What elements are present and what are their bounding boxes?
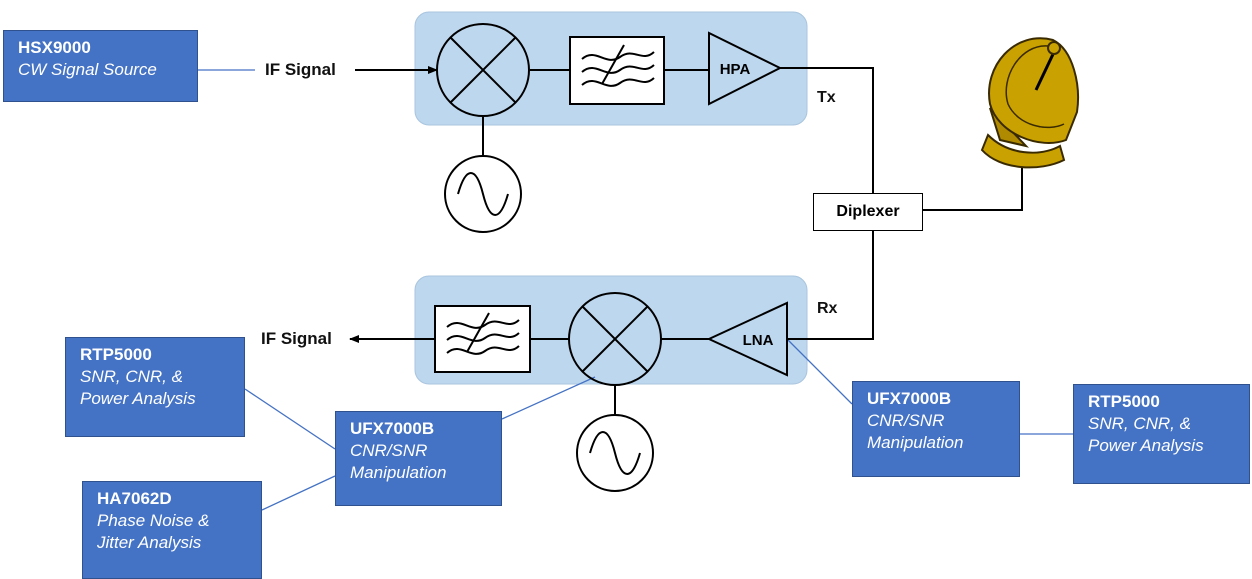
instrument-desc-line: Manipulation [350, 463, 447, 482]
instrument-desc-line: Manipulation [867, 433, 964, 452]
instrument-name: RTP5000 [1088, 392, 1160, 411]
instrument-ufx7000b-left: UFX7000B CNR/SNR Manipulation [335, 411, 502, 506]
satellite-dish-icon [980, 37, 1079, 169]
tx-oscillator-icon [444, 155, 522, 233]
lna-amplifier-icon: LNA [706, 301, 788, 377]
instrument-name: HA7062D [97, 489, 172, 508]
instrument-ufx7000b-right: UFX7000B CNR/SNR Manipulation [852, 381, 1020, 477]
instrument-desc-line: SNR, CNR, & [80, 367, 183, 386]
tx-if-signal-label: IF Signal [265, 60, 336, 79]
instrument-name: UFX7000B [350, 419, 435, 438]
tx-filter-icon [569, 36, 665, 105]
connector-ha7062d [261, 475, 336, 511]
instrument-desc-line: Phase Noise & [97, 511, 210, 530]
rx-diplexer-lna-line [787, 231, 874, 340]
hpa-amplifier-icon: HPA [708, 31, 783, 106]
rx-filter-icon [434, 305, 531, 373]
lna-label: LNA [743, 332, 774, 349]
instrument-name: RTP5000 [80, 345, 152, 364]
instrument-name: UFX7000B [867, 389, 952, 408]
instrument-rtp5000-left: RTP5000 SNR, CNR, & Power Analysis [65, 337, 245, 437]
instrument-desc-line: Jitter Analysis [97, 533, 202, 552]
instrument-name: HSX9000 [18, 38, 91, 57]
rx-mixer-icon [568, 292, 662, 386]
instrument-rtp5000-right: RTP5000 SNR, CNR, & Power Analysis [1073, 384, 1250, 484]
instrument-desc-line: Power Analysis [80, 389, 196, 408]
connector-ufx7000b-left [501, 376, 596, 420]
hpa-label: HPA [720, 61, 751, 78]
diplexer-antenna-line [923, 155, 1023, 211]
connector-rtp5000-left [244, 388, 336, 450]
instrument-ha7062d: HA7062D Phase Noise & Jitter Analysis [82, 481, 262, 579]
instrument-desc-line: CNR/SNR [350, 441, 428, 460]
instrument-hsx9000: HSX9000 CW Signal Source [3, 30, 198, 102]
instrument-desc-line: Power Analysis [1088, 436, 1204, 455]
rx-label: Rx [817, 300, 838, 317]
rx-if-signal-label: IF Signal [261, 329, 332, 348]
tx-mixer-icon [436, 23, 530, 117]
diplexer-label: Diplexer [836, 203, 900, 220]
instrument-desc-line: SNR, CNR, & [1088, 414, 1191, 433]
tx-hpa-diplexer-line [780, 67, 874, 193]
tx-label: Tx [817, 89, 836, 106]
instrument-desc-line: CW Signal Source [18, 60, 157, 79]
diplexer-box: Diplexer [813, 193, 923, 231]
instrument-desc-line: CNR/SNR [867, 411, 945, 430]
rx-oscillator-icon [576, 414, 654, 492]
connector-ufx7000b-right [786, 338, 853, 405]
